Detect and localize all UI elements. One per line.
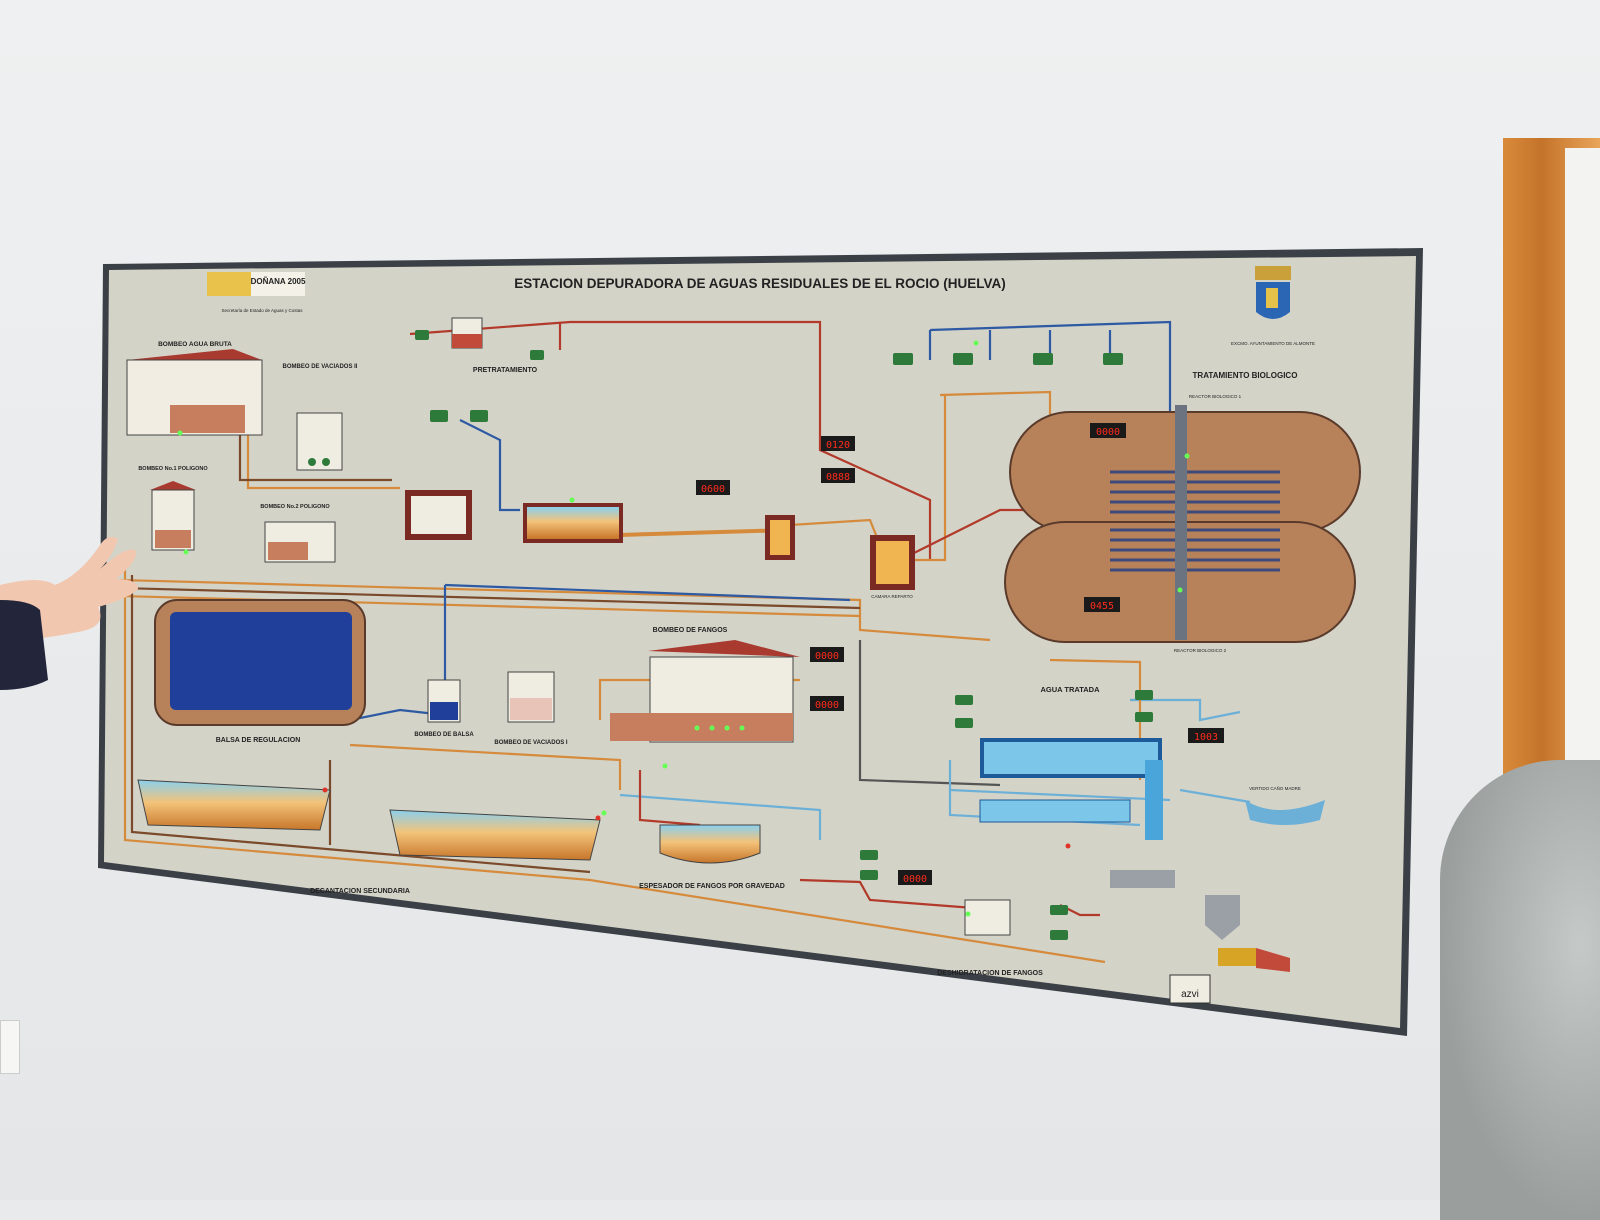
agua-tratada: AGUA TRATADA VERTIDO CAÑO MADRE — [979, 685, 1325, 840]
label-bombeo-vaciados-ii: BOMBEO DE VACIADOS II — [283, 364, 358, 370]
bombeo-no1-poligono: BOMBEO No.1 POLIGONO — [138, 466, 208, 551]
label-vertido: VERTIDO CAÑO MADRE — [1249, 785, 1301, 791]
display-8: 1003 — [1194, 732, 1218, 743]
display-7: 0000 — [815, 700, 839, 711]
display-4: 0000 — [1096, 427, 1120, 438]
label-bombeo-agua-bruta: BOMBEO AGUA BRUTA — [158, 341, 232, 348]
azvi-logo: azvi — [1169, 974, 1211, 1004]
label-agua-tratada: AGUA TRATADA — [1040, 685, 1100, 694]
presenter-hand — [0, 537, 138, 690]
crest-caption: EXCMO. AYUNTAMIENTO DE ALMONTE — [1231, 341, 1315, 346]
balsa-regulacion: BALSA DE REGULACION — [154, 599, 366, 744]
bombeo-balsa: BOMBEO DE BALSA — [414, 679, 474, 738]
display-5: 0000 — [815, 651, 839, 662]
espesador: ESPESADOR DE FANGOS POR GRAVEDAD — [639, 824, 785, 890]
board-title: ESTACION DEPURADORA DE AGUAS RESIDUALES … — [514, 276, 1006, 291]
display-3: 0600 — [701, 484, 725, 495]
bombeo-vaciados-ii: BOMBEO DE VACIADOS II — [283, 364, 358, 471]
display-9: 0000 — [903, 874, 927, 885]
label-bombeo-fangos: BOMBEO DE FANGOS — [653, 627, 728, 634]
almonte-crest: EXCMO. AYUNTAMIENTO DE ALMONTE — [1231, 266, 1315, 346]
label-decantacion-secundaria: DECANTACION SECUNDARIA — [310, 888, 410, 895]
donana-logo-text: DOÑANA 2005 — [251, 277, 306, 286]
label-bombeo-vaciados-i: BOMBEO DE VACIADOS I — [494, 740, 568, 746]
display-2: 0888 — [826, 472, 850, 483]
donana-logo: DOÑANA 2005 Secretaría de Estado de Agua… — [207, 272, 306, 313]
display-1: 0120 — [826, 440, 850, 451]
deshidratacion: DESHIDRATACION DE FANGOS — [937, 870, 1290, 977]
label-camara-reparto: CAMARA REPARTO — [871, 594, 913, 599]
decantadores: DECANTACION SECUNDARIA — [137, 779, 601, 895]
label-pretratamiento: PRETRATAMIENTO — [473, 367, 538, 374]
bombeo-agua-bruta: BOMBEO AGUA BRUTA — [126, 341, 263, 436]
donana-subtitle: Secretaría de Estado de Aguas y Costas — [221, 308, 303, 313]
status-lights — [177, 340, 1190, 917]
label-reactor-1: REACTOR BIOLOGICO 1 — [1189, 394, 1242, 399]
display-6: 0455 — [1090, 601, 1114, 612]
bombeo-vaciados-i: BOMBEO DE VACIADOS I — [494, 671, 568, 746]
azvi-logo-text: azvi — [1181, 989, 1199, 1000]
label-balsa-regulacion: BALSA DE REGULACION — [216, 737, 301, 744]
desarenador-tank — [523, 503, 623, 543]
pump-icons — [415, 330, 1153, 940]
camara-reparto: CAMARA REPARTO — [765, 515, 915, 599]
label-bombeo-balsa: BOMBEO DE BALSA — [414, 732, 474, 738]
pretratamiento: PRETRATAMIENTO — [405, 317, 538, 540]
bombeo-fangos: BOMBEO DE FANGOS — [610, 627, 800, 743]
led-displays: 0120 0888 0600 0000 0000 0455 0000 1003 … — [696, 423, 1224, 885]
biological-reactors: TRATAMIENTO BIOLOGICO REACTOR BIOLOGICO … — [1004, 371, 1361, 653]
label-espesador: ESPESADOR DE FANGOS POR GRAVEDAD — [639, 883, 785, 890]
label-deshidratacion: DESHIDRATACION DE FANGOS — [937, 970, 1043, 977]
label-bombeo-no2: BOMBEO No.2 POLIGONO — [260, 504, 330, 510]
label-reactor-2: REACTOR BIOLOGICO 2 — [1174, 648, 1227, 653]
person-jacket — [1440, 760, 1600, 1220]
alarm-lights — [322, 787, 1071, 849]
bombeo-no2-poligono: BOMBEO No.2 POLIGONO — [260, 504, 336, 563]
label-bombeo-no1: BOMBEO No.1 POLIGONO — [138, 466, 208, 472]
wall-switch — [0, 1020, 20, 1074]
label-tratamiento-biologico: TRATAMIENTO BIOLOGICO — [1193, 371, 1298, 380]
